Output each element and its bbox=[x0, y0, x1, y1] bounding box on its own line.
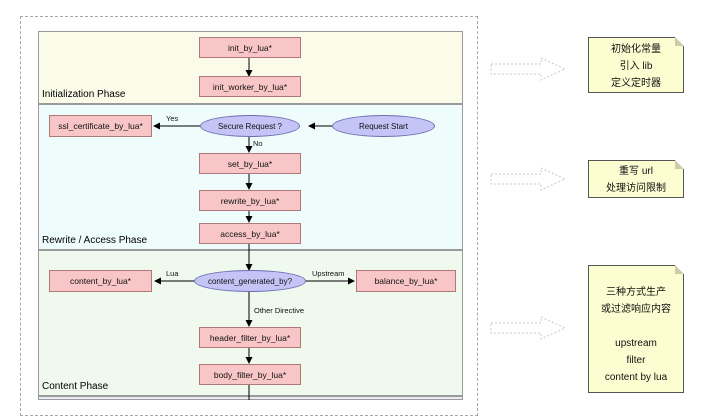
ssl-certificate-by-lua-node: ssl_certificate_by_lua* bbox=[49, 115, 152, 137]
init-by-lua-node: init_by_lua* bbox=[199, 37, 301, 58]
note-init-line-3: 定义定时器 bbox=[611, 78, 661, 89]
note-content-line-1: 三种方式生产 bbox=[606, 287, 666, 298]
balance-by-lua-node: balance_by_lua* bbox=[356, 270, 456, 292]
rewrite-by-lua-node: rewrite_by_lua* bbox=[199, 190, 301, 211]
edge-label-yes: Yes bbox=[166, 114, 179, 123]
note-content: 三种方式生产 或过滤响应内容 upstream filter content b… bbox=[588, 265, 684, 393]
content-generated-by-decision: content_generated_by? bbox=[194, 270, 306, 292]
note-rewrite-line-2: 处理访问限制 bbox=[606, 183, 666, 194]
initialization-phase-label: Initialization Phase bbox=[42, 89, 126, 100]
note-rewrite-line-1: 重写 url bbox=[619, 166, 653, 177]
edge-label-lua: Lua bbox=[166, 269, 179, 278]
note-fold-icon bbox=[675, 265, 684, 274]
note-rewrite: 重写 url 处理访问限制 bbox=[588, 160, 684, 198]
request-start-node: Request Start bbox=[332, 115, 435, 137]
content-phase-label: Content Phase bbox=[42, 381, 109, 392]
edge-label-no: No bbox=[253, 139, 263, 148]
note-content-line-2: 或过滤响应内容 bbox=[601, 304, 671, 315]
note-init-line-1: 初始化常量 bbox=[611, 44, 661, 55]
edge-label-other-directive: Other Directive bbox=[254, 306, 305, 315]
rewrite-access-phase-label: Rewrite / Access Phase bbox=[42, 235, 148, 246]
note-init: 初始化常量 引入 lib 定义定时器 bbox=[588, 37, 684, 93]
access-by-lua-node: access_by_lua* bbox=[199, 223, 301, 244]
note-fold-icon bbox=[675, 37, 684, 46]
note-init-line-2: 引入 lib bbox=[619, 61, 653, 72]
body-filter-by-lua-node: body_filter_by_lua* bbox=[199, 364, 301, 385]
hollow-arrow-rewrite bbox=[490, 167, 567, 191]
note-content-line-6: content by lua bbox=[604, 372, 668, 383]
note-content-line-4: upstream bbox=[615, 338, 657, 349]
edge-label-upstream: Upstream bbox=[312, 269, 345, 278]
flow-arrows bbox=[153, 57, 567, 400]
hollow-arrow-init bbox=[490, 57, 567, 81]
header-filter-by-lua-node: header_filter_by_lua* bbox=[199, 327, 301, 348]
init-worker-by-lua-node: init_worker_by_lua* bbox=[199, 76, 301, 97]
note-content-spacer bbox=[589, 318, 683, 335]
content-by-lua-node: content_by_lua* bbox=[49, 270, 152, 292]
note-fold-icon bbox=[675, 160, 684, 169]
note-content-line-5: filter bbox=[626, 355, 646, 366]
hollow-arrow-content bbox=[490, 316, 567, 340]
set-by-lua-node: set_by_lua* bbox=[199, 153, 301, 174]
secure-request-decision: Secure Request ? bbox=[200, 115, 300, 137]
